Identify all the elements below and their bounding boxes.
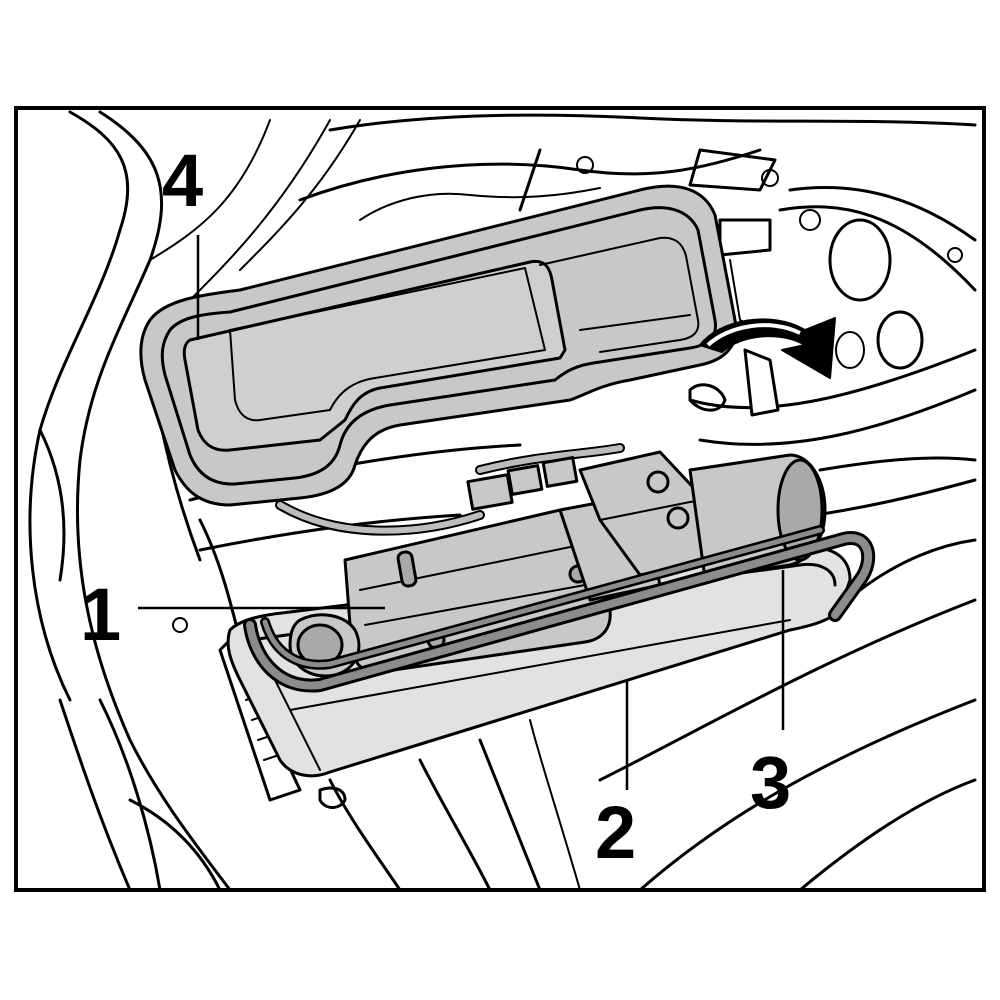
callouts: 4 1 3 2 bbox=[80, 139, 791, 874]
background-linework bbox=[28, 110, 977, 890]
callout-3: 3 bbox=[750, 741, 791, 824]
callout-2: 2 bbox=[595, 791, 636, 874]
rotation-arrow-icon bbox=[699, 317, 836, 417]
mounting-bracket bbox=[243, 525, 876, 693]
figure-frame bbox=[14, 106, 986, 892]
leader-lines bbox=[138, 235, 785, 790]
callout-1: 1 bbox=[80, 573, 121, 656]
cover-lid bbox=[139, 184, 738, 507]
callout-4: 4 bbox=[162, 139, 203, 222]
hoses bbox=[275, 443, 625, 536]
